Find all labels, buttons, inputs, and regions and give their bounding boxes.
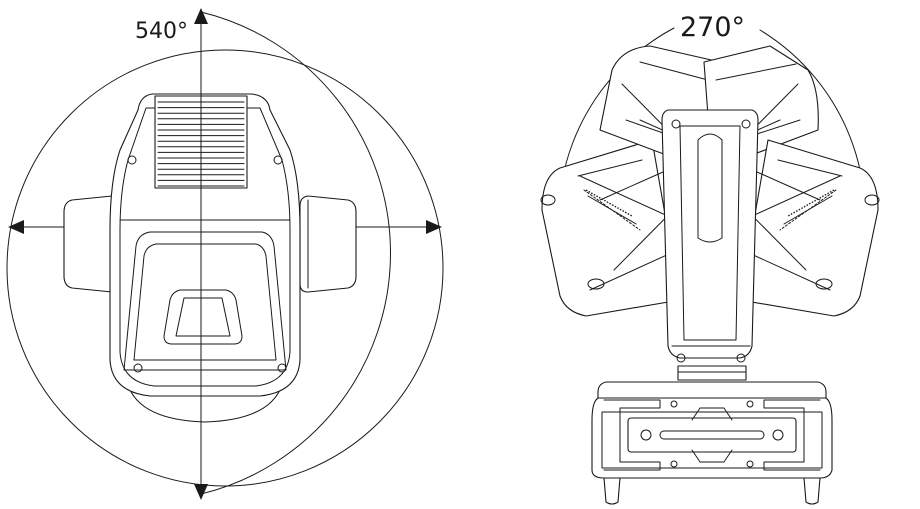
arrow-top-head <box>194 8 208 24</box>
top-view-front-panel-inner <box>133 243 277 361</box>
screw <box>746 460 754 468</box>
screw <box>273 155 283 165</box>
base-label-plate <box>627 417 797 453</box>
right-yoke-handle <box>299 195 357 293</box>
screw <box>736 353 746 363</box>
base-leg-right <box>803 477 821 505</box>
top-view-pan-diagram: 540° <box>6 8 444 500</box>
base-fan-grill <box>691 407 733 463</box>
yoke-connector-plate <box>677 365 747 381</box>
screw <box>133 363 143 373</box>
top-view-lens-window-inner <box>175 297 231 337</box>
screw <box>640 429 652 441</box>
arrow-left-head <box>8 220 24 234</box>
pan-outer-arc <box>200 11 391 495</box>
screw <box>670 460 678 468</box>
yoke-arm <box>661 109 759 359</box>
screw <box>671 119 681 129</box>
top-view-body-inner <box>119 107 291 387</box>
base-right-bracket <box>763 399 821 471</box>
pan-inner-circle <box>6 49 444 487</box>
base-left-bracket <box>603 399 661 471</box>
screw <box>746 400 754 408</box>
arrow-right-head <box>426 220 442 234</box>
screw <box>277 363 287 373</box>
tilted-head-left <box>540 139 681 317</box>
tilt-angle-label: 270° <box>680 12 745 43</box>
screw <box>741 119 751 129</box>
front-view-tilt-diagram: 270° <box>540 12 880 505</box>
base-leg-left <box>603 477 621 505</box>
screw <box>127 155 137 165</box>
base-label-slot <box>659 430 765 440</box>
screw <box>772 429 784 441</box>
arrow-bottom-head <box>194 484 208 500</box>
yoke-arm-inner <box>679 125 741 341</box>
tilted-head-right <box>739 139 880 317</box>
pan-angle-label: 540° <box>135 19 188 44</box>
screw <box>676 353 686 363</box>
screw <box>670 400 678 408</box>
yoke-arm-slot <box>697 133 723 243</box>
fixture-base-inner <box>601 411 823 469</box>
top-view-lens-window <box>163 289 243 345</box>
